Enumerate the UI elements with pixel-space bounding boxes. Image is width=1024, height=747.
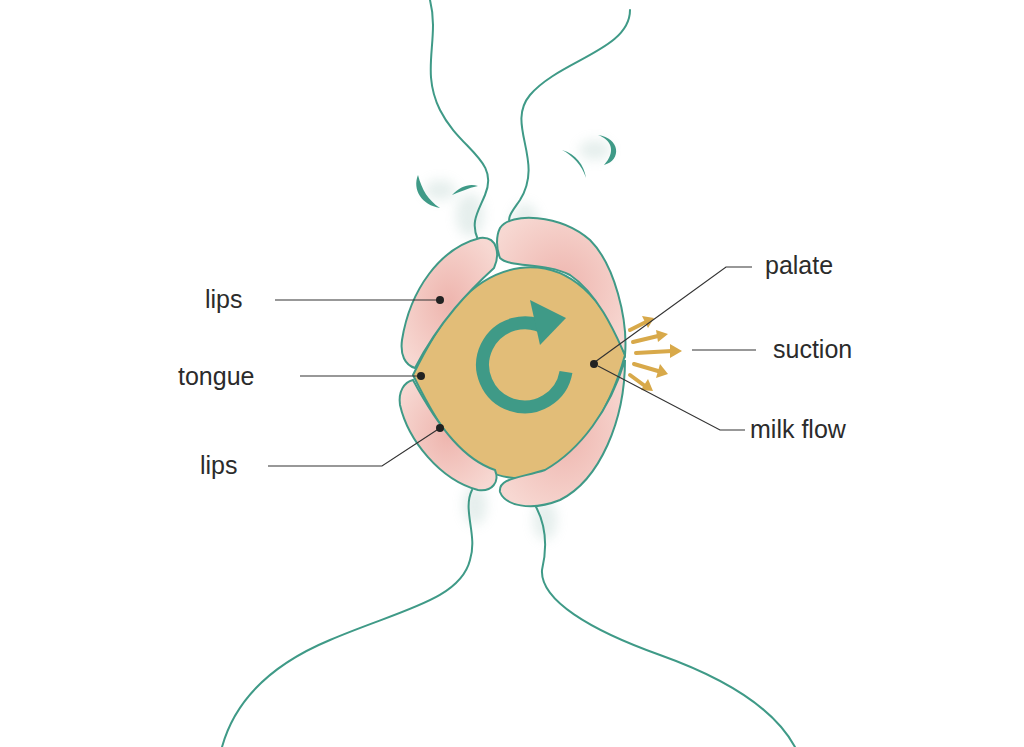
part-label: lips [200,453,238,478]
nostril [416,135,616,208]
leader-dot [417,296,598,432]
part-label: lips [205,287,243,312]
part-label: milk flow [750,417,846,442]
part-label: tongue [178,364,254,389]
part-label: suction [773,337,852,362]
lip [400,218,626,506]
suction-arrows [630,316,682,391]
part-label: palate [765,253,833,278]
face-outline [222,0,795,747]
leader-line [268,267,756,466]
tongue-motion-arrow [483,300,566,407]
